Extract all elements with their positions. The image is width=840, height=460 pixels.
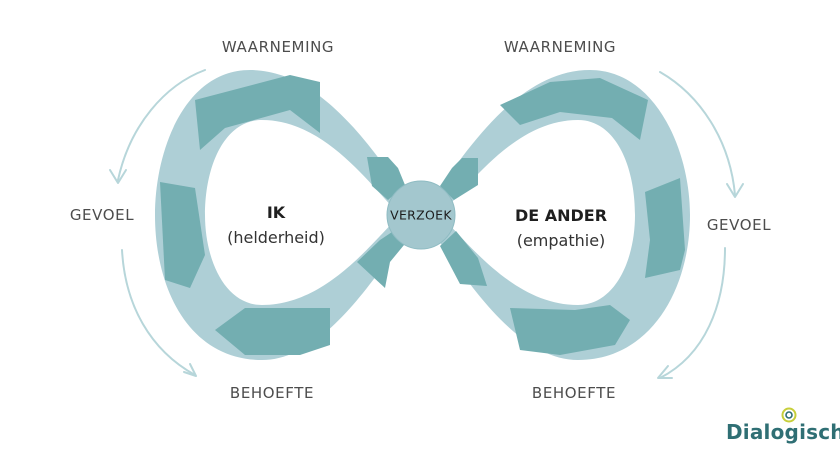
label-behoefte-right: BEHOEFTE <box>531 384 617 402</box>
left-loop-subtitle: (helderheid) <box>227 228 325 247</box>
arrowhead-bottom-left <box>183 363 197 377</box>
verzoek-circle <box>386 180 456 250</box>
cross-arrow-upper-left <box>367 157 405 200</box>
left-arrow-top <box>195 75 320 150</box>
left-arrow-left <box>160 182 205 288</box>
left-loop-arrows <box>160 75 330 355</box>
right-loop-subtitle: (empathie) <box>516 231 606 250</box>
brand-logo-icon <box>781 407 797 423</box>
label-waarneming-right: WAARNEMING <box>503 38 617 56</box>
right-loop-title: DE ANDER <box>514 206 608 225</box>
guide-arrow-top-right <box>659 71 736 196</box>
right-loop-arrows <box>500 78 685 355</box>
arrowhead-top-left <box>109 169 127 184</box>
cross-arrows <box>357 157 487 288</box>
guide-arrowheads <box>109 169 744 379</box>
arrowhead-bottom-right <box>657 365 673 379</box>
cross-arrow-lower-left <box>357 228 404 288</box>
right-arrow-bottom <box>510 305 630 355</box>
cross-arrow-upper-right <box>440 158 478 200</box>
label-behoefte-left: BEHOEFTE <box>229 384 315 402</box>
cross-arrow-lower-right <box>440 231 487 286</box>
label-gevoel-left: GEVOEL <box>69 206 135 224</box>
verzoek-label: VERZOEK <box>390 207 452 223</box>
left-arrow-bottom <box>215 308 330 355</box>
label-waarneming-left: WAARNEMING <box>221 38 335 56</box>
left-loop-title: IK <box>266 203 286 222</box>
label-gevoel-right: GEVOEL <box>706 216 772 234</box>
right-loop-label: DE ANDER (empathie) <box>515 206 607 250</box>
guide-arrow-top-left <box>117 69 206 181</box>
right-arrow-top <box>500 78 648 140</box>
guide-arrow-bottom-right <box>659 247 726 379</box>
guide-arrows <box>117 69 736 379</box>
guide-arrow-bottom-left <box>121 249 196 376</box>
left-loop-label: IK (helderheid) <box>227 203 325 247</box>
right-arrow-right <box>645 178 685 278</box>
arrowhead-top-right <box>726 183 744 198</box>
brand-wordmark: Dialogisch <box>726 420 840 444</box>
